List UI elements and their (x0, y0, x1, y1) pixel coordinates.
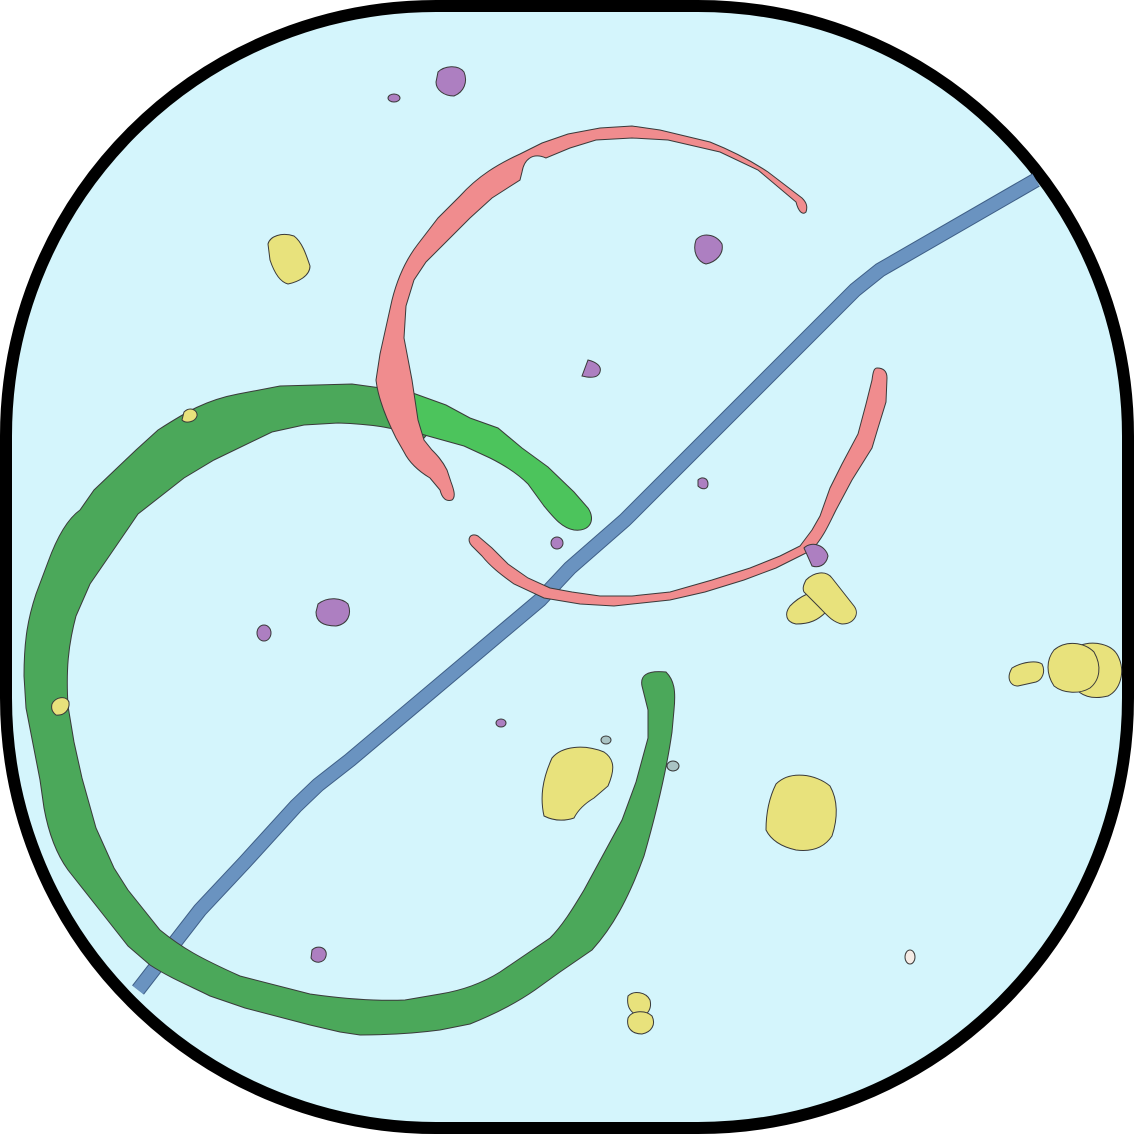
pink-strand (375, 125, 888, 607)
green-strand (23, 383, 676, 1036)
grey-dot (600, 735, 680, 772)
blue-strand (132, 173, 1040, 995)
purple-dot (256, 66, 829, 963)
white-dot (904, 949, 916, 965)
yellow-blob (51, 233, 1123, 1035)
